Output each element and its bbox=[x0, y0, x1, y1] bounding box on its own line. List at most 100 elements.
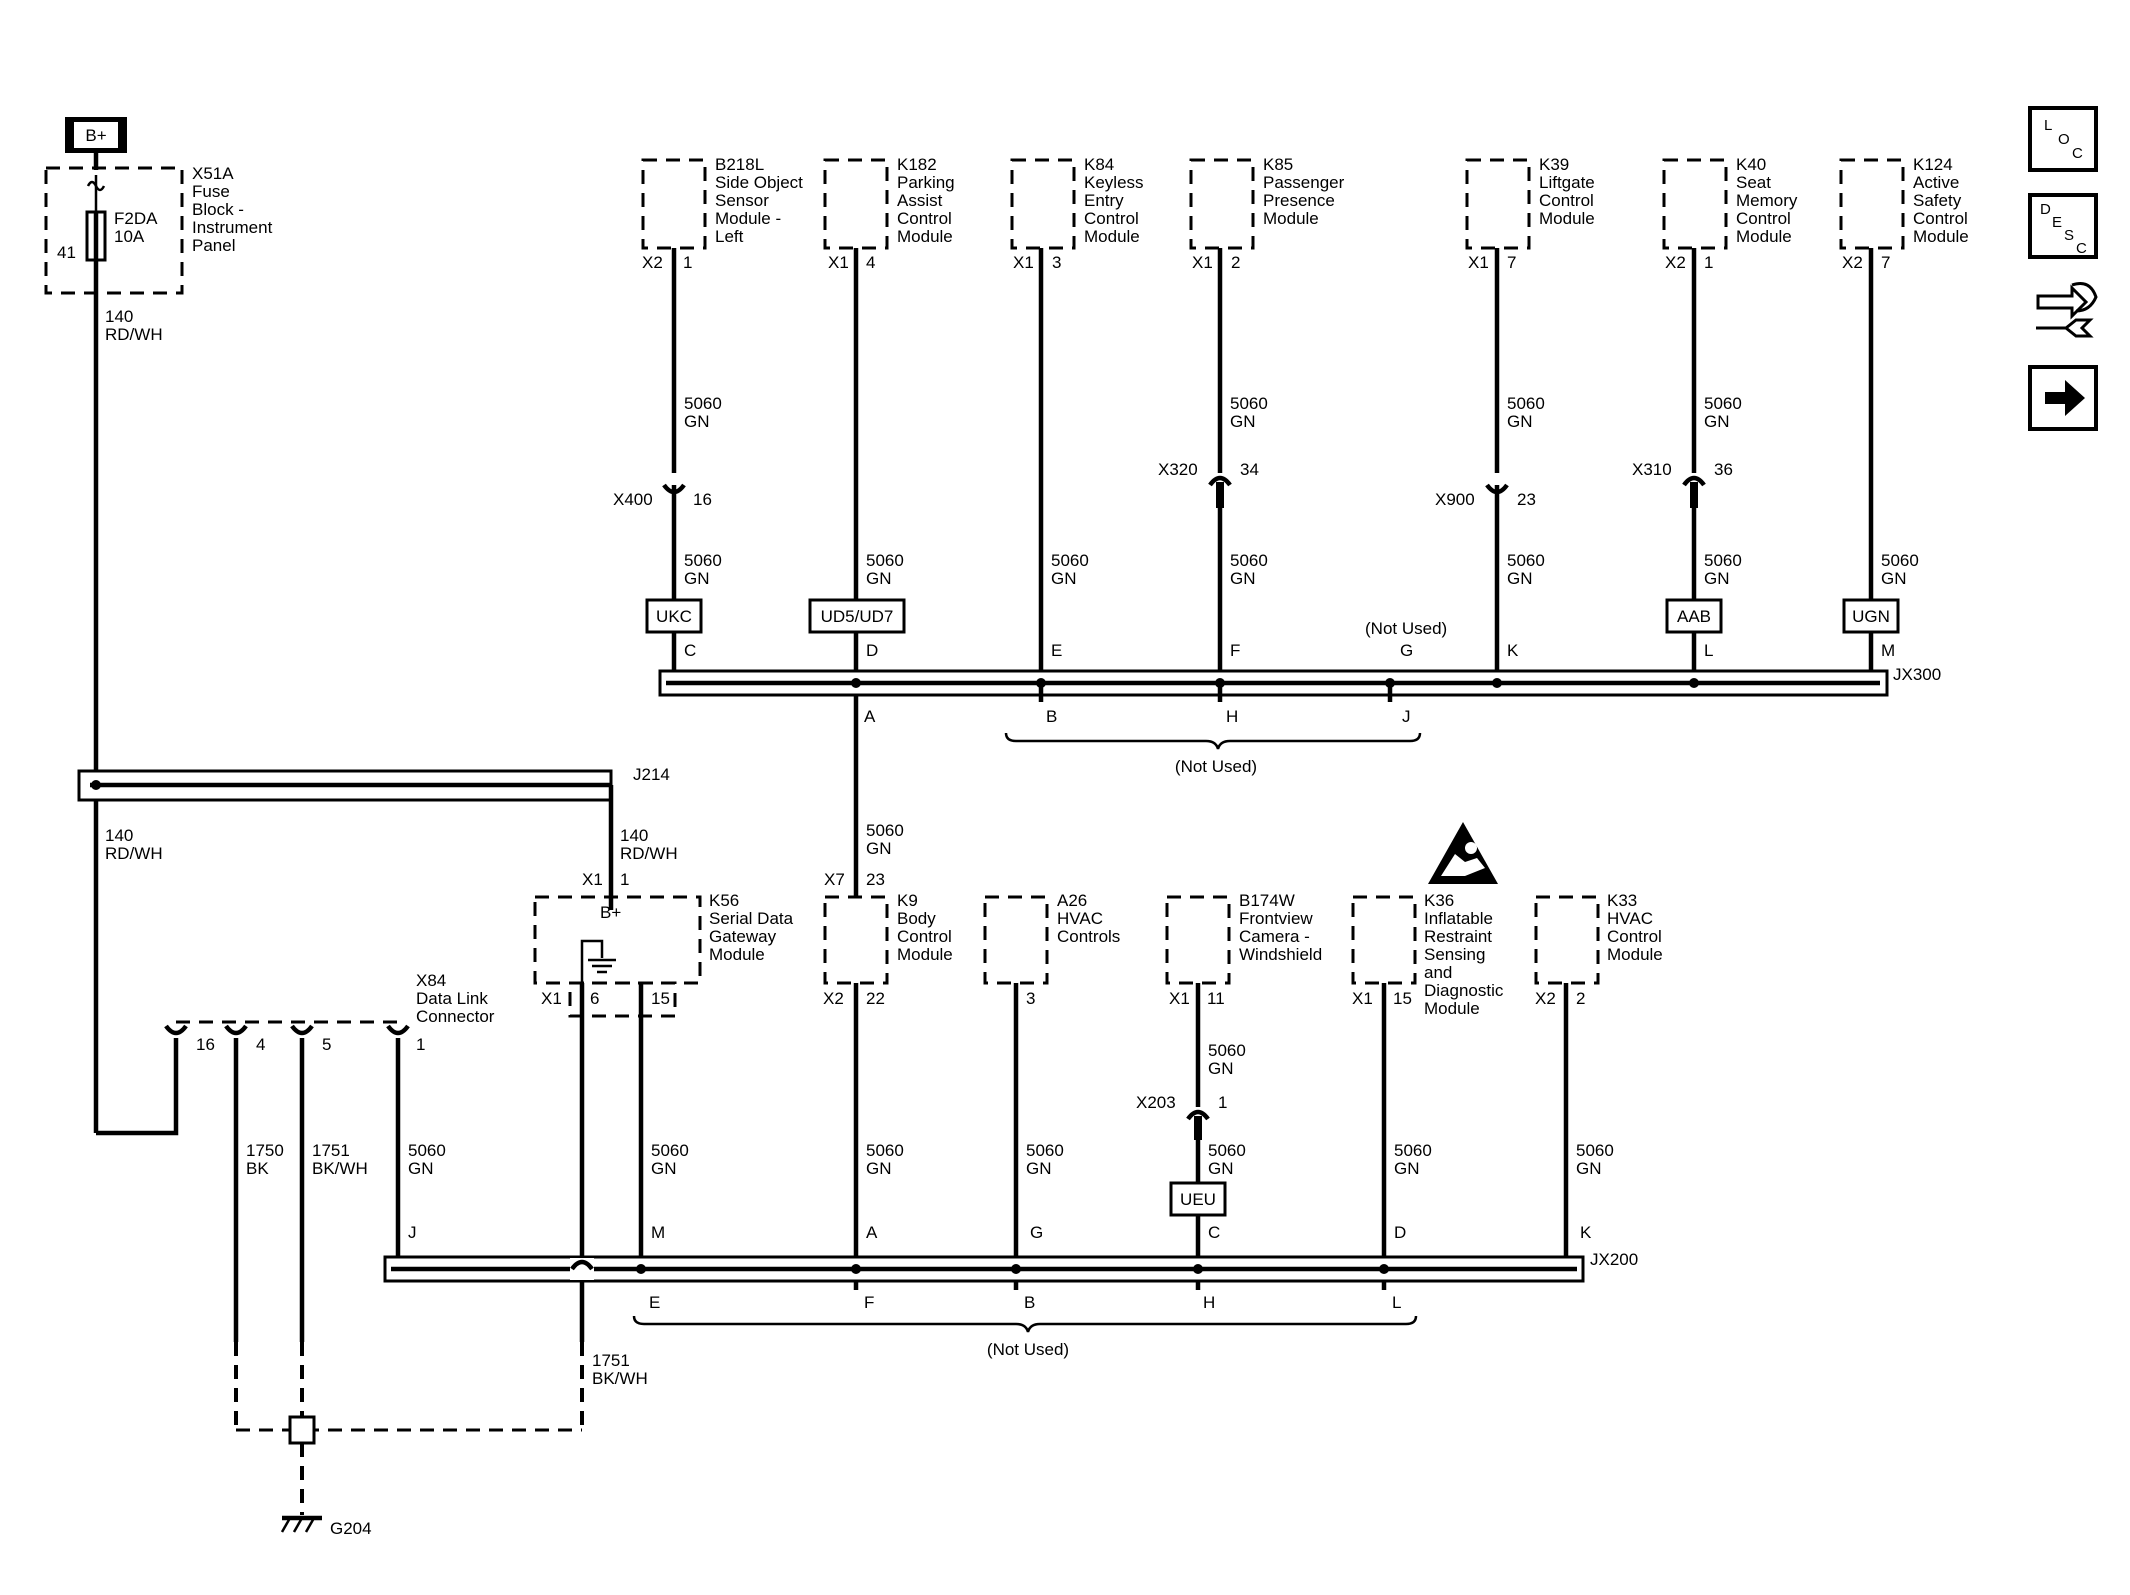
splice-j214: J214 bbox=[77, 765, 670, 802]
svg-text:16: 16 bbox=[693, 490, 712, 509]
svg-text:X1: X1 bbox=[541, 989, 562, 1008]
svg-text:Module: Module bbox=[1539, 209, 1595, 228]
svg-text:5060: 5060 bbox=[684, 394, 722, 413]
svg-text:X1: X1 bbox=[1169, 989, 1190, 1008]
module-k9: X7 23 K9 Body Control Module X2 22 bbox=[823, 870, 953, 1008]
svg-text:GN: GN bbox=[1051, 569, 1077, 588]
svg-text:Module -: Module - bbox=[715, 209, 781, 228]
svg-text:15: 15 bbox=[1393, 989, 1412, 1008]
module-b174w: B174W Frontview Camera - Windshield X1 1… bbox=[1165, 891, 1322, 1008]
connector-repair-icon[interactable] bbox=[2036, 282, 2098, 338]
svg-text:GN: GN bbox=[1230, 569, 1256, 588]
svg-text:5060: 5060 bbox=[1230, 551, 1268, 570]
svg-text:X2: X2 bbox=[823, 989, 844, 1008]
svg-text:GN: GN bbox=[408, 1159, 434, 1178]
svg-text:5060: 5060 bbox=[1881, 551, 1919, 570]
svg-text:Frontview: Frontview bbox=[1239, 909, 1313, 928]
svg-text:GN: GN bbox=[1208, 1159, 1234, 1178]
desc-button[interactable]: D E S C bbox=[2028, 193, 2098, 259]
svg-text:RD/WH: RD/WH bbox=[105, 325, 163, 344]
svg-text:X7: X7 bbox=[824, 870, 845, 889]
svg-text:5060: 5060 bbox=[651, 1141, 689, 1160]
svg-text:X2: X2 bbox=[1535, 989, 1556, 1008]
svg-text:Control: Control bbox=[897, 209, 952, 228]
splice-jx300: JX300 bbox=[658, 665, 1941, 697]
svg-text:6: 6 bbox=[590, 989, 599, 1008]
svg-text:G204: G204 bbox=[330, 1519, 372, 1538]
svg-text:1: 1 bbox=[416, 1035, 425, 1054]
svg-text:K: K bbox=[1507, 641, 1519, 660]
svg-text:L: L bbox=[1392, 1293, 1401, 1312]
svg-text:K: K bbox=[1580, 1223, 1592, 1242]
svg-text:X1: X1 bbox=[1468, 253, 1489, 272]
svg-text:5060: 5060 bbox=[1394, 1141, 1432, 1160]
svg-text:Module: Module bbox=[1084, 227, 1140, 246]
svg-text:Side Object: Side Object bbox=[715, 173, 803, 192]
svg-text:X320: X320 bbox=[1158, 460, 1198, 479]
svg-text:36: 36 bbox=[1714, 460, 1733, 479]
svg-text:5060: 5060 bbox=[866, 821, 904, 840]
svg-text:GN: GN bbox=[1208, 1059, 1234, 1078]
svg-text:7: 7 bbox=[1881, 253, 1890, 272]
svg-text:X203: X203 bbox=[1136, 1093, 1176, 1112]
svg-text:Control: Control bbox=[1913, 209, 1968, 228]
svg-text:GN: GN bbox=[866, 839, 892, 858]
svg-text:5060: 5060 bbox=[1704, 394, 1742, 413]
svg-text:(Not Used): (Not Used) bbox=[1175, 757, 1257, 776]
svg-text:1751: 1751 bbox=[592, 1351, 630, 1370]
svg-text:F: F bbox=[864, 1293, 874, 1312]
svg-text:GN: GN bbox=[684, 412, 710, 431]
svg-text:3: 3 bbox=[1026, 989, 1035, 1008]
svg-text:D: D bbox=[2040, 201, 2051, 218]
svg-text:C: C bbox=[2072, 145, 2083, 162]
svg-text:5060: 5060 bbox=[1208, 1041, 1246, 1060]
module-k85: K85 Passenger Presence Module X1 2 bbox=[1189, 155, 1345, 272]
svg-text:X2: X2 bbox=[1665, 253, 1686, 272]
svg-text:BK/WH: BK/WH bbox=[592, 1369, 648, 1388]
svg-text:X400: X400 bbox=[613, 490, 653, 509]
loc-button[interactable]: L O C bbox=[2028, 106, 2098, 172]
svg-text:E: E bbox=[2052, 214, 2062, 231]
svg-text:Assist: Assist bbox=[897, 191, 943, 210]
svg-text:Module: Module bbox=[1424, 999, 1480, 1018]
svg-text:A26: A26 bbox=[1057, 891, 1087, 910]
svg-text:Left: Left bbox=[715, 227, 744, 246]
svg-text:GN: GN bbox=[1576, 1159, 1602, 1178]
svg-text:JX200: JX200 bbox=[1590, 1250, 1638, 1269]
svg-text:K56: K56 bbox=[709, 891, 739, 910]
svg-text:GN: GN bbox=[1704, 412, 1730, 431]
svg-text:BK/WH: BK/WH bbox=[312, 1159, 368, 1178]
svg-text:K39: K39 bbox=[1539, 155, 1569, 174]
svg-text:(Not Used): (Not Used) bbox=[1365, 619, 1447, 638]
svg-text:GN: GN bbox=[1507, 412, 1533, 431]
svg-text:Block -: Block - bbox=[192, 200, 244, 219]
svg-text:1751: 1751 bbox=[312, 1141, 350, 1160]
svg-text:5060: 5060 bbox=[1051, 551, 1089, 570]
svg-text:16: 16 bbox=[196, 1035, 215, 1054]
svg-text:7: 7 bbox=[1507, 253, 1516, 272]
svg-text:Control: Control bbox=[1607, 927, 1662, 946]
module-k182: K182 Parking Assist Control Module X1 4 bbox=[823, 155, 955, 272]
svg-text:A: A bbox=[864, 707, 876, 726]
svg-text:B+: B+ bbox=[600, 903, 621, 922]
svg-text:Module: Module bbox=[1607, 945, 1663, 964]
tag-ud5-ud7: UD5/UD7 bbox=[808, 598, 906, 634]
svg-text:Sensing: Sensing bbox=[1424, 945, 1485, 964]
svg-text:140: 140 bbox=[620, 826, 648, 845]
module-k39: K39 Liftgate Control Module X1 7 bbox=[1465, 155, 1595, 272]
svg-text:GN: GN bbox=[866, 569, 892, 588]
svg-text:Restraint: Restraint bbox=[1424, 927, 1492, 946]
svg-text:23: 23 bbox=[1517, 490, 1536, 509]
svg-text:D: D bbox=[1394, 1223, 1406, 1242]
svg-text:22: 22 bbox=[866, 989, 885, 1008]
svg-text:Module: Module bbox=[1736, 227, 1792, 246]
svg-text:4: 4 bbox=[256, 1035, 265, 1054]
svg-text:41: 41 bbox=[57, 243, 76, 262]
next-page-button[interactable] bbox=[2028, 365, 2098, 431]
svg-text:5060: 5060 bbox=[1507, 551, 1545, 570]
module-k124: K124 Active Safety Control Module X2 7 bbox=[1839, 155, 1969, 272]
module-a26: A26 HVAC Controls 3 bbox=[983, 891, 1120, 1008]
svg-text:Module: Module bbox=[1913, 227, 1969, 246]
svg-text:X2: X2 bbox=[1842, 253, 1863, 272]
